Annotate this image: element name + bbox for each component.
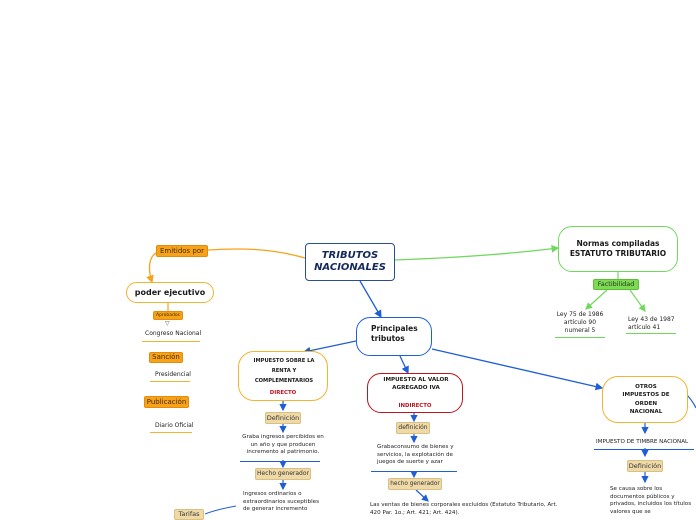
iva-definicion-underline [371, 471, 457, 472]
iva-title: IMPUESTO AL VALOR AGREGADO IVA [383, 377, 449, 391]
iva-hecho-text: Las ventas de bienes corporales excluido… [370, 502, 558, 516]
otros-definicion-tag[interactable]: Definición [627, 460, 663, 472]
ley75-underline [555, 337, 605, 338]
principales-node[interactable]: Principales tributos [356, 317, 432, 356]
sancion-tag[interactable]: Sanción [149, 352, 183, 363]
principales-title: Principales tributos [371, 324, 418, 343]
iva-definicion-text: Grabaconsumo de bienes y servicios, la e… [377, 444, 454, 466]
timbre-text: IMPUESTO DE TIMBRE NACIONAL [596, 439, 689, 445]
connector-factibilidad-ley75 [585, 289, 608, 310]
iva-definicion-tag[interactable]: definición [396, 422, 430, 434]
diario-underline [150, 432, 192, 433]
iva-node[interactable]: IMPUESTO AL VALOR AGREGADO IVA INDIRECTO [367, 373, 463, 413]
chevron-down-icon: ▽ [165, 320, 170, 327]
ley43-text: Ley 43 de 1987 artículo 41 [628, 316, 675, 332]
renta-title: IMPUESTO SOBRE LA RENTA Y COMPLEMENTARIO… [253, 358, 315, 384]
aprobados-tag[interactable]: Aprobados [153, 311, 183, 320]
connector-central-emitidos [207, 248, 306, 259]
connector-principales-renta [302, 340, 357, 355]
diario-oficial-text: Diario Oficial [155, 422, 194, 429]
ley43-underline [626, 333, 676, 334]
presidencial-underline [150, 381, 190, 382]
factibilidad-tag[interactable]: Factibilidad [593, 279, 639, 290]
renta-hecho-text: Ingresos ordinarios o extraordinarios su… [243, 491, 319, 513]
ley75-text: Ley 75 de 1986 artículo 90 numeral 5 [556, 311, 604, 335]
tarifas-tag[interactable]: Tarifas [174, 509, 204, 520]
publicacion-tag[interactable]: Publicación [144, 396, 189, 408]
iva-sub: INDIRECTO [398, 403, 432, 409]
normas-node[interactable]: Normas compiladas ESTATUTO TRIBUTARIO [558, 226, 678, 272]
connector-central-normas [394, 244, 560, 261]
central-title: TRIBUTOS NACIONALES [314, 249, 386, 274]
poder-ejecutivo-node[interactable]: poder ejecutivo [126, 282, 214, 303]
congreso-text: Congreso Nacional [145, 330, 202, 337]
otros-node[interactable]: OTROS IMPUESTOS DE ORDEN NACIONAL [602, 376, 688, 423]
presidencial-text: Presidencial [155, 371, 191, 378]
otros-definicion-text: Se causa sobre los documentos públicos y… [610, 486, 692, 515]
connector-central-principales [359, 280, 382, 319]
renta-definicion-underline [240, 461, 320, 462]
central-node[interactable]: TRIBUTOS NACIONALES [305, 243, 395, 281]
connector-principales-iva [399, 355, 409, 375]
connector-principales-otros [431, 348, 604, 391]
renta-hecho-tag[interactable]: Hecho generador [255, 468, 311, 480]
connector-emitidos-poder [146, 251, 159, 284]
emitidos-por-tag[interactable]: Emitidos por [156, 245, 208, 257]
otros-title: OTROS IMPUESTOS DE ORDEN NACIONAL [622, 384, 670, 416]
congreso-underline [142, 341, 200, 342]
iva-hecho-tag[interactable]: hecho generador [388, 478, 442, 490]
timbre-underline [594, 449, 694, 450]
renta-node[interactable]: IMPUESTO SOBRE LA RENTA Y COMPLEMENTARIO… [238, 351, 328, 401]
renta-sub: DIRECTO [269, 390, 297, 396]
connector-factibilidad-ley43 [629, 289, 646, 312]
normas-title: Normas compiladas ESTATUTO TRIBUTARIO [569, 238, 667, 258]
poder-ejecutivo-label: poder ejecutivo [134, 288, 206, 297]
renta-definicion-tag[interactable]: Definición [265, 412, 301, 424]
renta-definicion-text: Graba ingresos percibidos en un año y qu… [242, 434, 324, 456]
